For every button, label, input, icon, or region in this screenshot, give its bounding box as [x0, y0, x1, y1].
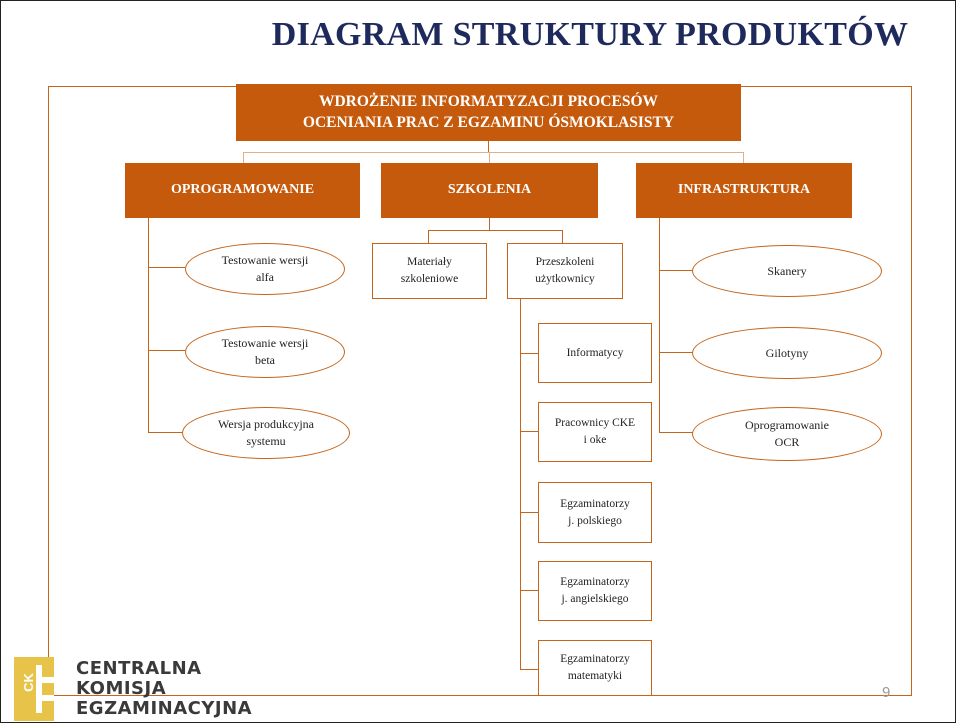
group-line-2: j. angielskiego	[561, 593, 629, 605]
group-line-1: Egzaminatorzy	[560, 576, 630, 589]
infrastructure-item-skanery: Skanery	[692, 245, 882, 297]
group-matematyka: Egzaminatorzy matematyki	[538, 640, 652, 696]
software-item-line-1: Wersja produkcyjna	[218, 417, 314, 432]
trained-branch-4	[520, 590, 538, 591]
training-to-trained	[562, 230, 563, 243]
group-line-1: Pracownicy CKE	[554, 417, 636, 430]
materials-line-2: szkoleniowe	[400, 273, 459, 285]
root-line-1: WDROŻENIE INFORMATYZACJI PROCESÓW	[318, 93, 659, 111]
group-informatycy: Informatycy	[538, 323, 652, 383]
infrastructure-branch-3	[659, 432, 693, 433]
software-item-line-1: Testowanie wersji	[221, 253, 309, 268]
training-to-materials	[428, 230, 429, 243]
training-stem	[489, 218, 490, 230]
training-split	[428, 230, 562, 231]
group-line-1: Egzaminatorzy	[560, 653, 630, 666]
page-number: 9	[882, 684, 891, 701]
logo-text: CENTRALNA KOMISJA EGZAMINACYJNA	[76, 659, 252, 719]
logo-line-1: CENTRALNA	[76, 658, 202, 679]
software-item-alpha: Testowanie wersji alfa	[185, 243, 345, 295]
group-polski: Egzaminatorzy j. polskiego	[538, 482, 652, 543]
infrastructure-item-gilotyny: Gilotyny	[692, 327, 882, 379]
category-software: OPROGRAMOWANIE	[125, 163, 360, 218]
connector-software	[243, 152, 244, 163]
root-branch-line	[243, 152, 743, 153]
software-item-line-2: alfa	[256, 270, 274, 284]
category-infrastructure: INFRASTRUKTURA	[636, 163, 852, 218]
infrastructure-item-line-1: Skanery	[767, 263, 807, 278]
software-branch-2	[148, 350, 185, 351]
infrastructure-branch-2	[659, 352, 693, 353]
root-node: WDROŻENIE INFORMATYZACJI PROCESÓW OCENIA…	[236, 84, 741, 141]
training-materials: Materiały szkoleniowe	[372, 243, 487, 299]
software-item-production: Wersja produkcyjna systemu	[182, 407, 350, 459]
root-stem	[488, 141, 489, 152]
trained-line-1: Przeszkoleni	[535, 256, 595, 269]
software-branch-1	[148, 267, 185, 268]
infrastructure-branch-1	[659, 270, 693, 271]
trained-branch-2	[520, 431, 538, 432]
training-trained-users: Przeszkoleni użytkownicy	[507, 243, 623, 299]
trained-branch-3	[520, 512, 538, 513]
software-item-line-1: Testowanie wersji	[221, 336, 309, 351]
software-item-line-2: systemu	[246, 434, 286, 448]
group-line-2: j. polskiego	[568, 514, 622, 527]
cke-logo-mark: CK	[14, 657, 54, 721]
logo-mark-bar-lower	[36, 695, 54, 701]
trained-branch-5	[520, 669, 538, 670]
connector-training	[489, 152, 490, 163]
software-item-line-2: beta	[255, 353, 275, 367]
materials-line-1: Materiały	[407, 256, 452, 269]
connector-infrastructure	[743, 152, 744, 163]
infrastructure-item-ocr: Oprogramowanie OCR	[692, 407, 882, 461]
trained-trunk	[520, 299, 521, 669]
trained-line-2: użytkownicy	[535, 273, 595, 285]
infrastructure-item-line-2: OCR	[774, 435, 800, 449]
logo-mark-bar-upper	[36, 677, 54, 683]
category-training: SZKOLENIA	[381, 163, 598, 218]
group-pracownicy-cke: Pracownicy CKE i oke	[538, 402, 652, 462]
infrastructure-trunk	[659, 218, 660, 432]
infrastructure-item-line-1: Oprogramowanie	[745, 418, 829, 433]
root-line-2: OCENIANIA PRAC Z EGZAMINU ÓSMOKLASISTY	[302, 113, 675, 131]
group-line-2: matematyki	[567, 670, 623, 682]
logo-mark-text: CK	[20, 673, 36, 692]
logo-mark-bar	[36, 665, 42, 713]
group-line-1: Informatycy	[566, 346, 624, 359]
group-line-1: Egzaminatorzy	[560, 497, 630, 510]
group-line-2: i oke	[583, 434, 607, 446]
group-angielski: Egzaminatorzy j. angielskiego	[538, 561, 652, 621]
software-branch-3	[148, 432, 182, 433]
logo-line-2: KOMISJA	[76, 678, 167, 699]
software-item-beta: Testowanie wersji beta	[185, 326, 345, 378]
trained-branch-1	[520, 353, 538, 354]
infrastructure-item-line-1: Gilotyny	[765, 345, 809, 360]
logo-line-3: EGZAMINACYJNA	[76, 698, 253, 719]
software-trunk	[148, 218, 149, 432]
slide-title: DIAGRAM STRUKTURY PRODUKTÓW	[271, 16, 909, 53]
